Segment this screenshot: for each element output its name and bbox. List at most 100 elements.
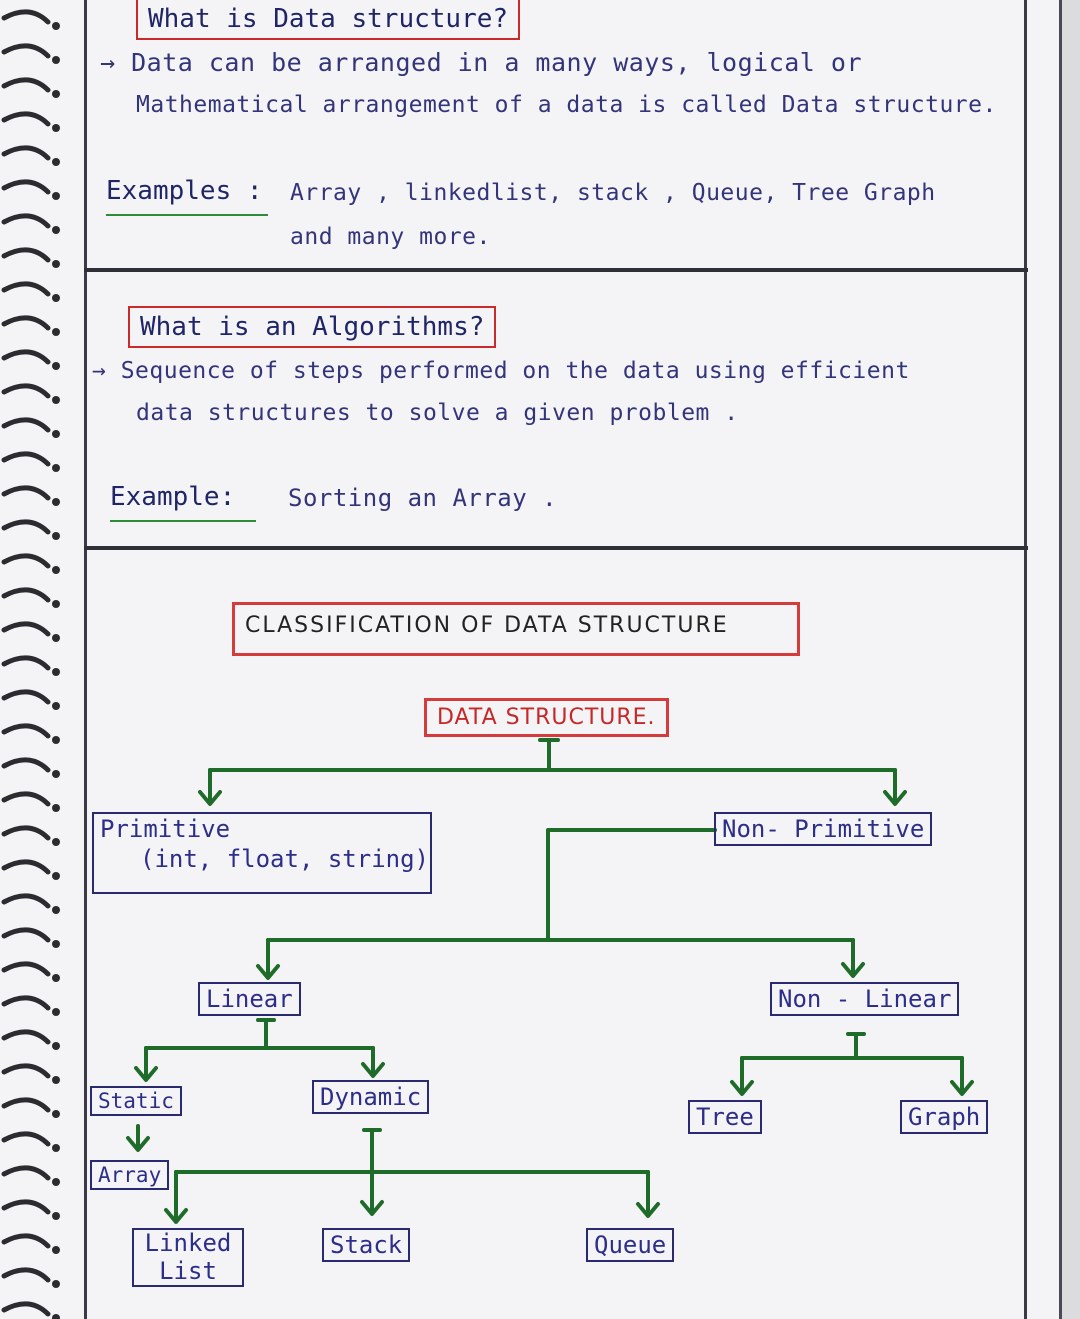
ring-hole — [52, 1178, 60, 1186]
ring-hole — [52, 56, 60, 64]
ring-hole — [52, 804, 60, 812]
section-divider-2 — [84, 546, 1028, 550]
spiral-ring — [1, 417, 51, 433]
ring-hole — [52, 294, 60, 302]
spiral-ring — [1, 111, 51, 127]
ring-hole — [52, 1280, 60, 1288]
spiral-ring — [1, 349, 51, 365]
spiral-ring — [1, 621, 51, 637]
spiral-ring — [1, 825, 51, 841]
node-primitive: Primitive (int, float, string) — [92, 812, 432, 894]
ring-hole — [52, 702, 60, 710]
ring-hole — [52, 1314, 60, 1319]
spiral-ring — [1, 1199, 51, 1215]
spiral-ring — [1, 995, 51, 1011]
spiral-ring — [1, 1165, 51, 1181]
spiral-ring — [1, 655, 51, 671]
algorithm-line-2: data structures to solve a given problem… — [136, 400, 739, 426]
linked-list-label-2: List — [159, 1256, 217, 1285]
spiral-ring — [1, 689, 51, 705]
algorithm-line-1: → Sequence of steps performed on the dat… — [92, 358, 910, 384]
primitive-types: (int, float, string) — [140, 845, 429, 873]
ring-hole — [52, 396, 60, 404]
ring-hole — [52, 1042, 60, 1050]
ring-hole — [52, 192, 60, 200]
ring-hole — [52, 226, 60, 234]
ring-hole — [52, 1144, 60, 1152]
ring-hole — [52, 634, 60, 642]
spiral-ring — [1, 1267, 51, 1283]
ring-hole — [52, 940, 60, 948]
right-border-line — [1024, 0, 1027, 1319]
ring-hole — [52, 770, 60, 778]
examples-line-1: Array , linkedlist, stack , Queue, Tree … — [290, 180, 936, 206]
spiral-ring — [1, 315, 51, 331]
ring-hole — [52, 872, 60, 880]
spiral-ring — [1, 383, 51, 399]
definition-line-2: Mathematical arrangement of a data is ca… — [136, 92, 997, 118]
spiral-ring — [1, 247, 51, 263]
ring-hole — [52, 1212, 60, 1220]
spiral-ring — [1, 213, 51, 229]
ring-hole — [52, 668, 60, 676]
ring-hole — [52, 260, 60, 268]
ring-hole — [52, 838, 60, 846]
spiral-ring — [1, 1063, 51, 1079]
ring-hole — [52, 362, 60, 370]
examples-line-2: and many more. — [290, 224, 491, 250]
left-margin-line — [84, 0, 87, 1319]
spiral-ring — [1, 485, 51, 501]
spiral-ring — [1, 757, 51, 773]
ring-hole — [52, 1246, 60, 1254]
node-non-primitive: Non- Primitive — [714, 812, 933, 846]
spiral-ring — [1, 451, 51, 467]
node-static: Static — [90, 1086, 182, 1117]
ring-hole — [52, 124, 60, 132]
node-non-linear: Non - Linear — [770, 982, 960, 1016]
spiral-ring — [1, 927, 51, 943]
spiral-ring — [1, 859, 51, 875]
primitive-label: Primitive — [100, 815, 231, 843]
spiral-ring — [1, 9, 51, 25]
ring-hole — [52, 1008, 60, 1016]
example-label: Example: — [110, 482, 236, 512]
ring-hole — [52, 1110, 60, 1118]
heading-what-is-algorithm: What is an Algorithms? — [128, 306, 497, 348]
ring-hole — [52, 532, 60, 540]
spiral-ring — [1, 893, 51, 909]
spiral-ring — [1, 791, 51, 807]
spiral-ring — [1, 281, 51, 297]
example-underline — [110, 520, 256, 522]
ring-hole — [52, 736, 60, 744]
ring-hole — [52, 566, 60, 574]
spiral-ring — [1, 1301, 51, 1317]
section-divider-1 — [84, 268, 1028, 272]
ring-hole — [52, 430, 60, 438]
spiral-ring — [1, 519, 51, 535]
ring-hole — [52, 600, 60, 608]
spiral-ring — [1, 77, 51, 93]
node-array: Array — [90, 1160, 170, 1191]
ring-hole — [52, 498, 60, 506]
spiral-ring — [1, 1029, 51, 1045]
node-linear: Linear — [198, 982, 301, 1016]
spiral-ring — [1, 587, 51, 603]
node-dynamic: Dynamic — [312, 1080, 430, 1114]
node-tree: Tree — [688, 1100, 762, 1134]
node-stack: Stack — [322, 1228, 411, 1262]
spiral-ring — [1, 723, 51, 739]
spiral-ring — [1, 145, 51, 161]
spiral-ring — [1, 1233, 51, 1249]
ring-hole — [52, 328, 60, 336]
ring-hole — [52, 464, 60, 472]
spiral-ring — [1, 1097, 51, 1113]
examples-label: Examples : — [106, 176, 263, 206]
example-text: Sorting an Array . — [288, 484, 558, 512]
spiral-binding — [1, 9, 60, 1319]
definition-line-1: → Data can be arranged in a many ways, l… — [100, 48, 863, 77]
spiral-ring — [1, 553, 51, 569]
ring-hole — [52, 974, 60, 982]
ring-hole — [52, 1076, 60, 1084]
